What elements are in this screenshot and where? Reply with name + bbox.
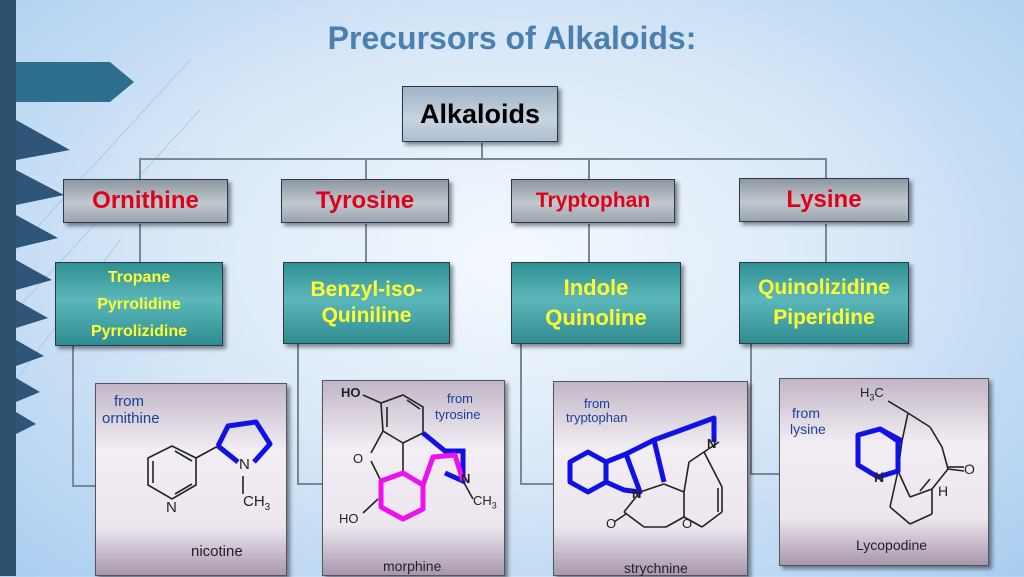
- connector-lysine-type: [825, 224, 827, 264]
- from-label-line2: ornithine: [102, 410, 160, 427]
- from-label-line2: tyrosine: [435, 407, 481, 422]
- connector-ornithine: [139, 158, 141, 180]
- connector-structure-3: [520, 344, 522, 484]
- page-title: Precursors of Alkaloids:: [327, 20, 697, 56]
- connector-lysine: [825, 158, 827, 180]
- nicotine-atom-n-ring: N: [166, 499, 177, 516]
- type-line-quinoline: Quinoline: [545, 305, 647, 330]
- compound-name-morphine: morphine: [383, 558, 442, 574]
- type-line-benzyl-iso: Benzyl-iso-: [310, 278, 423, 301]
- morphine-structure: [362, 394, 474, 522]
- type-line-pyrrolizidine: Pyrrolizidine: [90, 322, 188, 340]
- type-line-tropane: Tropane: [107, 268, 171, 286]
- nicotine-atom-ch3: CH3: [243, 493, 271, 514]
- lycopodine-atom-n: N: [874, 469, 885, 485]
- connector-structure-1h: [72, 485, 96, 487]
- lycopodine-atom-h: H: [938, 483, 949, 499]
- from-label-line1: from: [584, 396, 610, 411]
- from-label-line2: tryptophan: [566, 410, 628, 425]
- type-line-piperidine: Piperidine: [773, 306, 875, 329]
- lycopodine-atom-o: O: [964, 461, 975, 477]
- strychnine-structure: [567, 415, 723, 528]
- type-box-tropane: Tropane Pyrrolidine Pyrrolizidine: [55, 262, 223, 346]
- strychnine-atom-o-ether: O: [682, 516, 693, 531]
- connector-root-down: [481, 143, 483, 159]
- connector-tryptophan-type: [588, 224, 590, 264]
- morphine-atom-ch3: CH3: [473, 493, 497, 511]
- lycopodine-structure: [855, 400, 965, 525]
- connector-horizontal: [139, 158, 827, 160]
- compound-name-lycopodine: Lycopodine: [856, 537, 928, 553]
- type-box-indole: Indole Quinoline: [511, 262, 681, 344]
- connector-tyrosine-type: [365, 224, 367, 264]
- structure-box-nicotine: from ornithine N N CH3 nicotine: [95, 383, 287, 576]
- from-label-line2: lysine: [790, 421, 826, 437]
- precursor-label-tryptophan: Tryptophan: [535, 189, 651, 212]
- morphine-atom-n: N: [461, 471, 471, 486]
- precursor-box-tyrosine: Tyrosine: [281, 179, 449, 223]
- morphine-atom-o: O: [353, 451, 364, 466]
- strychnine-atom-n-top: N: [707, 436, 717, 451]
- connector-ornithine-type: [139, 224, 141, 264]
- connector-structure-2: [297, 344, 299, 484]
- structure-box-morphine: HO from tyrosine O N CH3 HO morphine: [322, 380, 505, 576]
- precursor-label-lysine: Lysine: [786, 186, 862, 213]
- root-box-alkaloids: Alkaloids: [402, 86, 558, 142]
- morphine-atom-ho-top: HO: [341, 385, 361, 400]
- precursor-label-ornithine: Ornithine: [92, 187, 199, 214]
- connector-structure-1: [72, 346, 74, 486]
- compound-name-strychnine: strychnine: [624, 560, 688, 576]
- connector-structure-4: [750, 344, 752, 474]
- root-label: Alkaloids: [419, 98, 541, 129]
- left-accent-bar: [0, 0, 16, 576]
- connector-tyrosine: [365, 158, 367, 180]
- lycopodine-atom-h3c: H3C: [860, 385, 884, 403]
- type-line-indole: Indole: [563, 275, 629, 300]
- structure-box-strychnine: from tryptophan N N O O strychnine: [553, 381, 748, 576]
- morphine-atom-ho-bottom: HO: [339, 511, 359, 526]
- connector-structure-3h: [520, 483, 554, 485]
- type-box-quinolizidine: Quinolizidine Piperidine: [739, 262, 909, 344]
- strychnine-atom-o-keto: O: [606, 516, 617, 531]
- from-label-line1: from: [792, 405, 820, 421]
- type-box-benzylisoquinoline: Benzyl-iso- Quiniline: [283, 262, 450, 344]
- strychnine-atom-n-indole: N: [632, 486, 642, 501]
- connector-structure-2h: [297, 483, 323, 485]
- arrow-banner-shape: [16, 62, 134, 102]
- type-line-quinolizidine: Quinolizidine: [758, 276, 890, 299]
- precursor-box-tryptophan: Tryptophan: [511, 179, 675, 223]
- nicotine-atom-n-pyrrolidine: N: [239, 456, 250, 473]
- from-label-line1: from: [447, 391, 473, 406]
- connector-tryptophan: [588, 158, 590, 180]
- type-line-quiniline: Quiniline: [321, 304, 412, 327]
- compound-name-nicotine: nicotine: [191, 543, 243, 560]
- nicotine-structure: [147, 419, 273, 500]
- precursor-label-tyrosine: Tyrosine: [315, 187, 415, 214]
- from-label-line1: from: [114, 393, 144, 410]
- connector-structure-4h: [750, 473, 780, 475]
- type-line-pyrrolidine: Pyrrolidine: [97, 295, 181, 313]
- precursor-box-ornithine: Ornithine: [63, 179, 228, 223]
- precursor-box-lysine: Lysine: [739, 178, 909, 222]
- structure-box-lycopodine: H3C from lysine N O H Lycopodine: [779, 378, 989, 566]
